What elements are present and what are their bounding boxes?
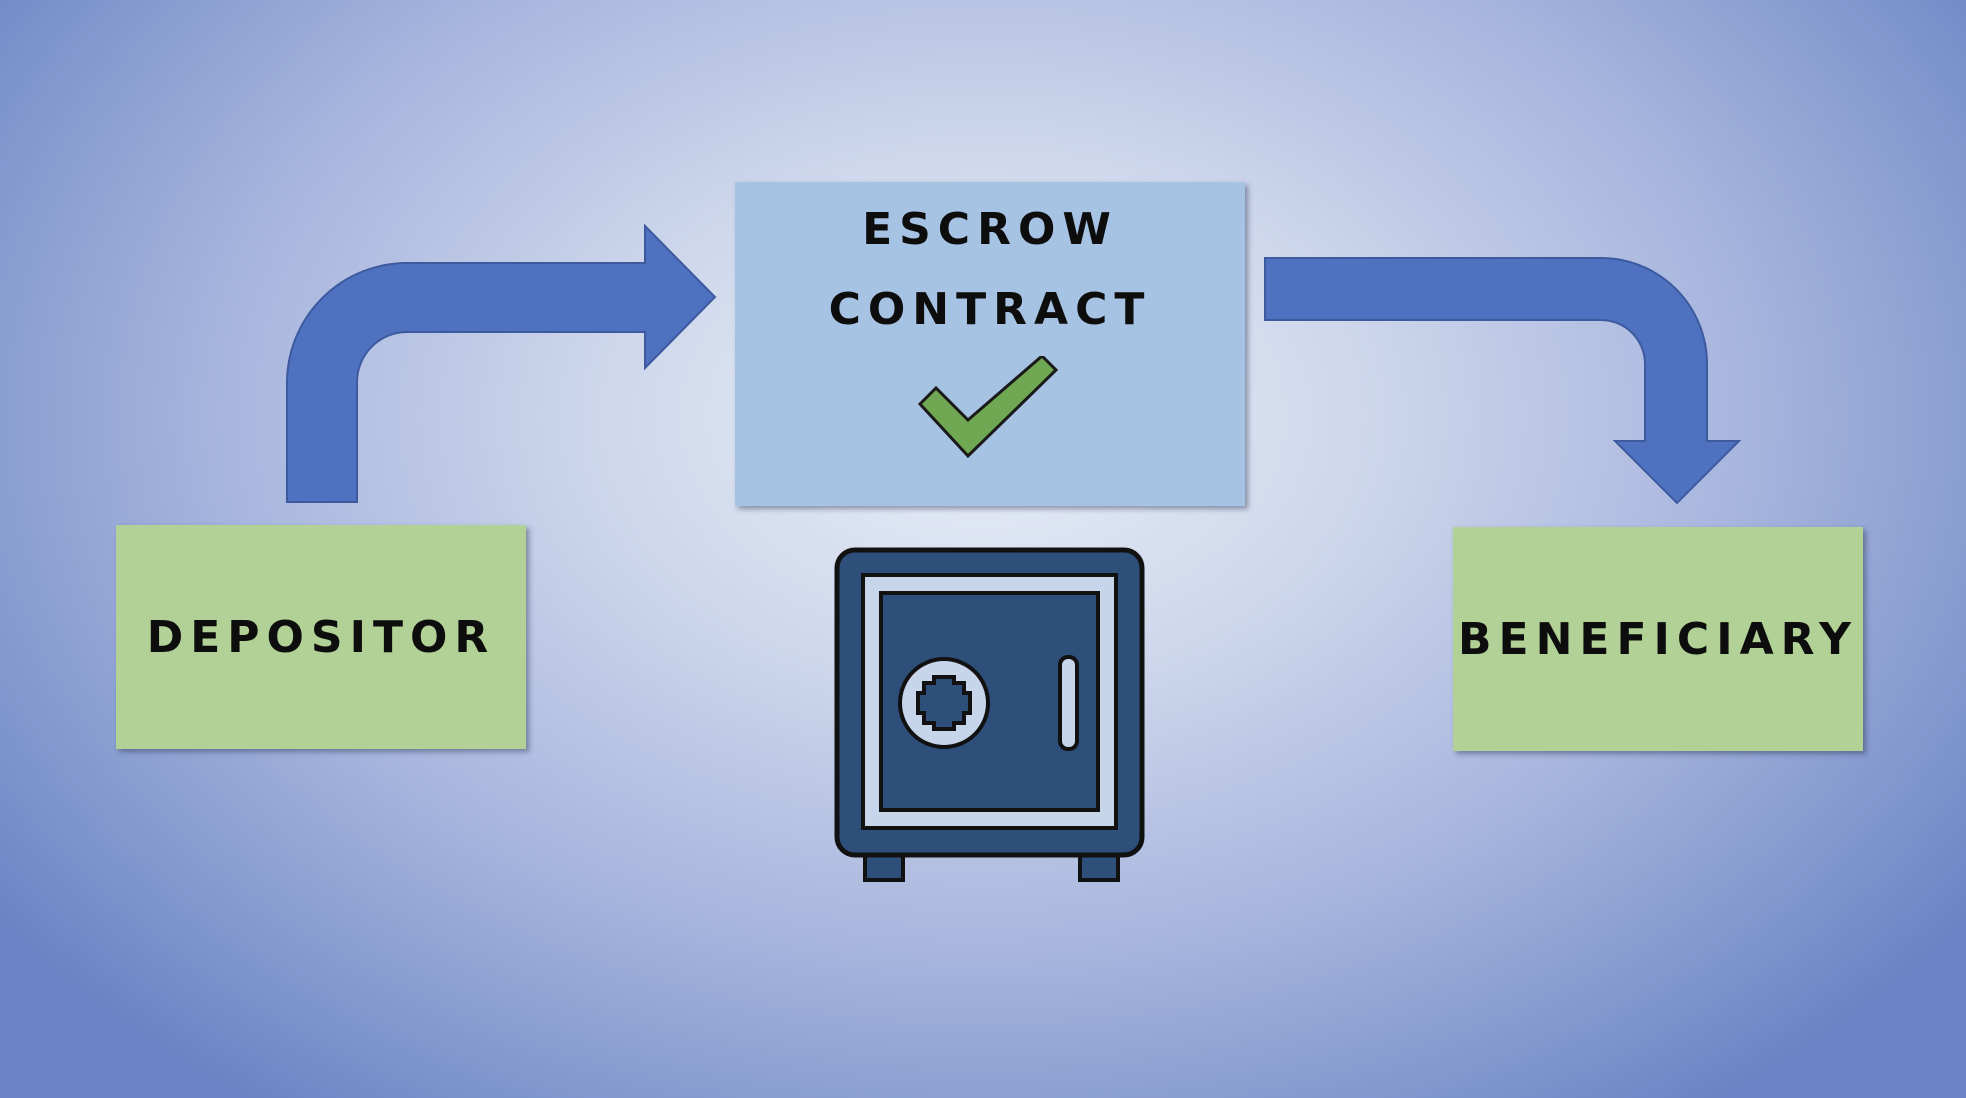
depositor-to-escrow-arrow-icon bbox=[286, 223, 717, 503]
safe-icon bbox=[834, 547, 1145, 882]
beneficiary-label: BENEFICIARY bbox=[1458, 613, 1858, 665]
escrow-title-line1: ESCROW bbox=[862, 204, 1118, 255]
escrow-to-beneficiary-arrow-icon bbox=[1264, 257, 1742, 505]
escrow-title-line2: CONTRACT bbox=[828, 284, 1152, 335]
beneficiary-box: BENEFICIARY bbox=[1453, 527, 1863, 751]
checkmark-icon bbox=[917, 356, 1059, 459]
depositor-label: DEPOSITOR bbox=[146, 611, 496, 663]
escrow-contract-box: ESCROW CONTRACT bbox=[735, 182, 1245, 506]
depositor-box: DEPOSITOR bbox=[116, 525, 526, 749]
